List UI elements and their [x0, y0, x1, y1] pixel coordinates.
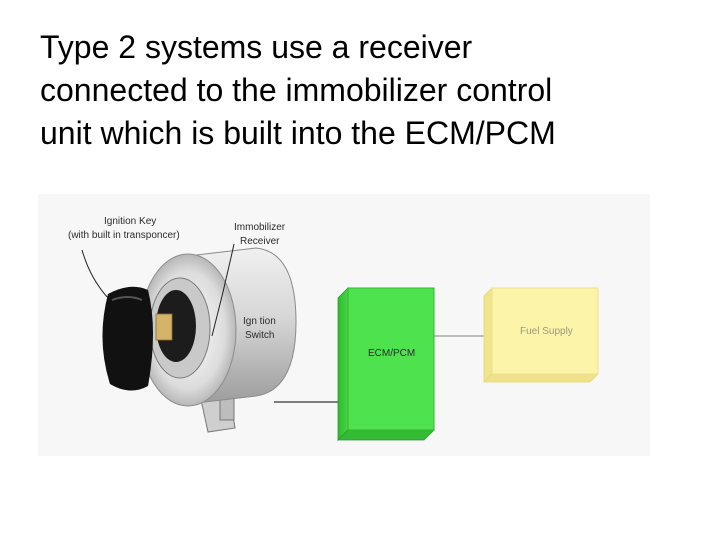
ignition-key-label-line-1: Ignition Key [104, 216, 156, 227]
key-pointer-line [81, 249, 109, 299]
switch-label-line-1: Ign tion [243, 316, 276, 327]
ignition-key [102, 286, 173, 391]
slide-title: Type 2 systems use a receiver connected … [40, 26, 710, 155]
ignition-switch [139, 247, 297, 433]
receiver-pointer-line [211, 243, 235, 337]
receiver-label-line-2: Receiver [240, 236, 280, 247]
fuel-supply-label: Fuel Supply [520, 326, 573, 337]
ecm-pcm-label: ECM/PCM [368, 348, 415, 359]
ecm-pcm-box: ECM/PCM [337, 287, 435, 441]
ecm-pcm-face [347, 287, 435, 431]
receiver-label-line-1: Immobilizer [234, 222, 286, 233]
ignition-key-label-line-2: (with built in transponcer) [68, 230, 180, 241]
fuel-supply-box: Fuel Supply [483, 287, 599, 383]
immobilizer-diagram: Ignition Key (with built in transponcer)… [38, 194, 650, 456]
title-line-2: connected to the immobilizer control [40, 72, 553, 108]
title-line-1: Type 2 systems use a receiver [40, 29, 473, 65]
title-line-3: unit which is built into the ECM/PCM [40, 115, 556, 151]
fuel-supply-face [491, 287, 599, 375]
switch-label-line-2: Switch [245, 330, 274, 341]
receiver-ring [156, 290, 196, 362]
